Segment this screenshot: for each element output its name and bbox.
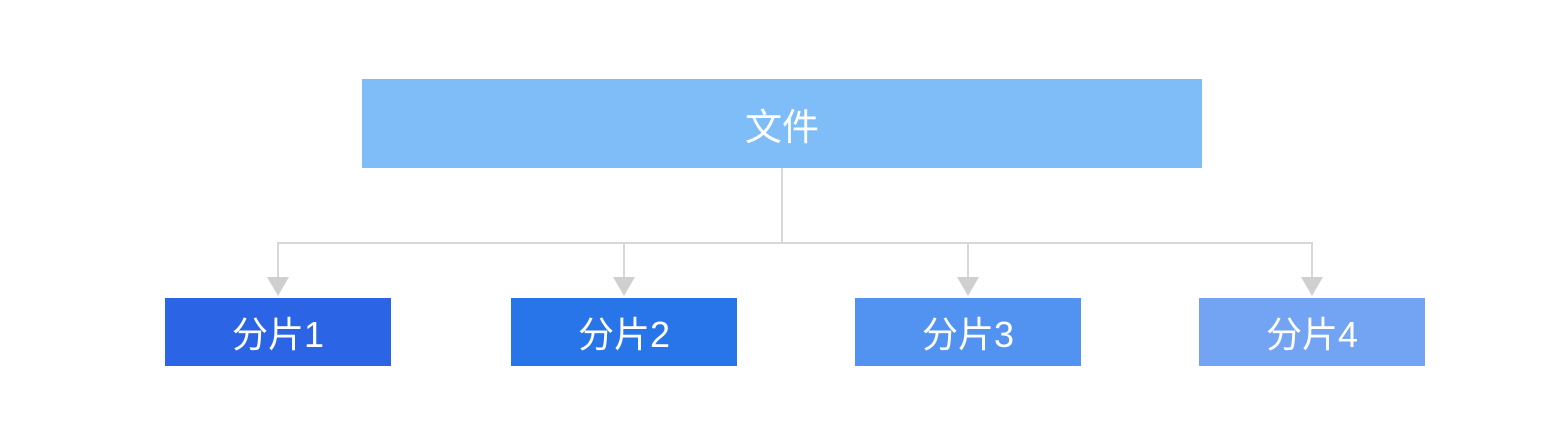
shard-node-4: 分片4	[1199, 298, 1425, 366]
arrow-down-icon	[613, 277, 635, 296]
connector-stem-line	[781, 168, 783, 243]
arrow-down-icon	[267, 277, 289, 296]
connector-drop-line-2	[623, 242, 625, 280]
arrow-down-icon	[1301, 277, 1323, 296]
shard-node-label: 分片2	[577, 314, 671, 355]
file-node-label: 文件	[745, 106, 819, 148]
connector-drop-line-1	[277, 242, 279, 280]
connector-horizontal-line	[277, 242, 1313, 244]
shard-node-label: 分片4	[1265, 314, 1359, 355]
shard-node-1: 分片1	[165, 298, 391, 366]
connector-drop-line-3	[967, 242, 969, 280]
shard-node-3: 分片3	[855, 298, 1081, 366]
shard-node-label: 分片3	[921, 314, 1015, 355]
shard-node-2: 分片2	[511, 298, 737, 366]
file-node: 文件	[362, 79, 1202, 168]
arrow-down-icon	[957, 277, 979, 296]
shard-node-label: 分片1	[231, 314, 325, 355]
connector-drop-line-4	[1311, 242, 1313, 280]
